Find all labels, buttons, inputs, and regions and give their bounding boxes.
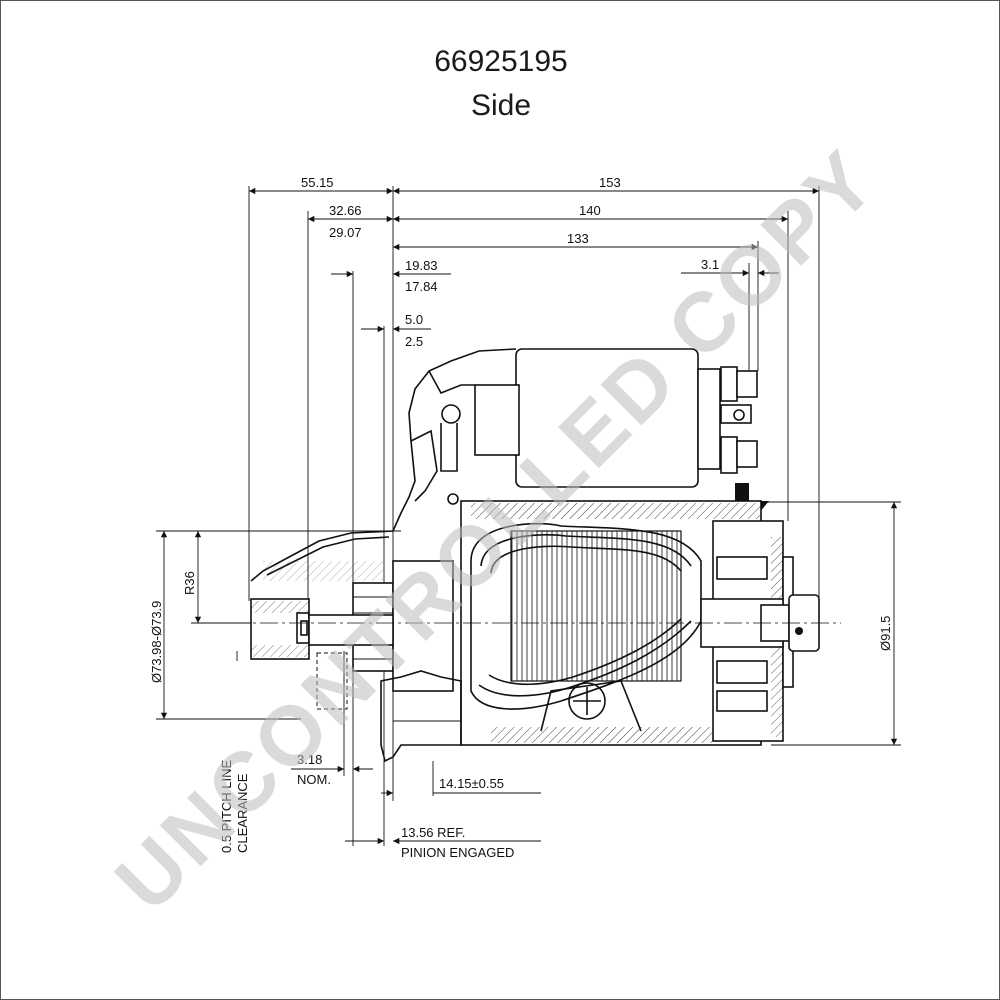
dim-17-84: 17.84 — [405, 279, 438, 294]
armature — [510, 530, 682, 682]
terminal-lower — [720, 436, 738, 474]
dim-nom: NOM. — [297, 772, 331, 787]
dim-140: 140 — [579, 203, 601, 218]
dim-14-15: 14.15±0.55 — [439, 776, 504, 791]
dim-3-1: 3.1 — [701, 257, 719, 272]
dim-133: 133 — [567, 231, 589, 246]
dim-13-56: 13.56 REF. — [401, 825, 465, 840]
left-dimensions: Ø73.98-Ø73.9 R36 — [149, 530, 401, 720]
part-number: 66925195 — [434, 45, 568, 78]
dim-32-66: 32.66 — [329, 203, 362, 218]
solenoid-cap — [697, 368, 721, 470]
pinion-engaged-outline — [316, 652, 348, 710]
clearance-label: CLEARANCE — [235, 773, 250, 853]
dim-5-0: 5.0 — [405, 312, 423, 327]
dim-r36: R36 — [182, 571, 197, 595]
starter-motor — [231, 348, 841, 763]
top-dimensions: 55.15 153 32.66 140 29.07 133 19.83 17.8… — [248, 175, 820, 846]
dim-dia-91-5: Ø91.5 — [878, 616, 893, 651]
dim-3-18: 3.18 — [297, 752, 322, 767]
solenoid-front — [474, 384, 520, 456]
dim-55-15: 55.15 — [301, 175, 334, 190]
pinion-engaged-label: PINION ENGAGED — [401, 845, 514, 860]
right-dimensions: Ø91.5 — [761, 501, 901, 746]
view-label: Side — [470, 89, 532, 122]
pitch-line-label: 0.5 PITCH LINE — [219, 759, 234, 853]
dim-153: 153 — [599, 175, 621, 190]
dim-dia-73: Ø73.98-Ø73.9 — [149, 601, 164, 683]
dim-29-07: 29.07 — [329, 225, 362, 240]
dim-2-5: 2.5 — [405, 334, 423, 349]
terminal-upper — [720, 366, 738, 402]
dim-19-83: 19.83 — [405, 258, 438, 273]
bottom-dimensions: 3.18 NOM. 14.15±0.55 13.56 REF. PINION E… — [219, 651, 541, 860]
